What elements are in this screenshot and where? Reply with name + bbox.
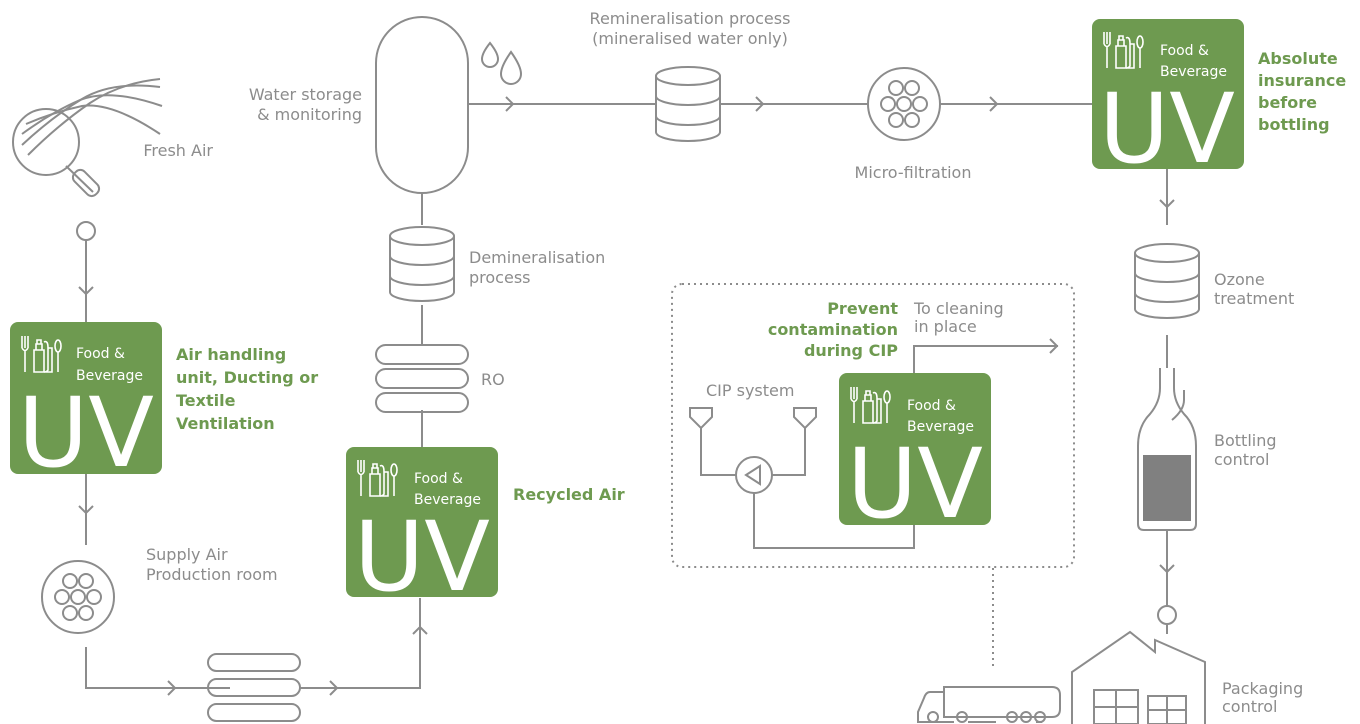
bottling-label-1: Bottling <box>1214 431 1277 450</box>
ozone-label-1: Ozone <box>1214 270 1265 289</box>
air-handling-callout-3: Textile <box>176 391 236 410</box>
micro-filtration-label: Micro-filtration <box>855 163 972 182</box>
absolute-callout-1: Absolute <box>1258 49 1338 68</box>
duct-membrane-icon <box>207 653 301 722</box>
packaging-label-2: control <box>1222 697 1277 716</box>
svg-text:UV: UV <box>18 377 154 489</box>
water-storage-label-1: Water storage <box>249 85 362 104</box>
svg-text:UV: UV <box>1099 73 1235 185</box>
air-handling-callout-4: Ventilation <box>176 414 275 433</box>
start-node-icon <box>76 221 96 241</box>
packaging-label-1: Packaging <box>1222 679 1303 698</box>
ro-label: RO <box>481 370 505 389</box>
cip-system-label: CIP system <box>706 381 794 400</box>
svg-text:Food &: Food & <box>907 398 956 414</box>
factory-icon <box>1071 630 1206 724</box>
flow-lines <box>78 96 1175 696</box>
magnifier-air-icon <box>12 78 163 198</box>
svg-text:Beverage: Beverage <box>414 492 481 508</box>
svg-text:UV: UV <box>354 501 490 613</box>
bottling-label-2: control <box>1214 450 1269 469</box>
end-node-icon <box>1157 605 1177 625</box>
ozone-tank-icon <box>1134 243 1200 319</box>
supply-air-label-2: Production room <box>146 565 278 584</box>
air-handling-callout-1: Air handling <box>176 345 286 364</box>
svg-text:Beverage: Beverage <box>907 419 974 435</box>
cip-piping <box>689 338 1059 549</box>
uv-badge-cip: Food & Beverage UV <box>839 373 991 540</box>
demineralisation-label-1: Demineralisation <box>469 248 605 267</box>
air-handling-callout-2: unit, Ducting or <box>176 368 318 387</box>
absolute-callout-2: insurance <box>1258 71 1346 90</box>
ozone-label-2: treatment <box>1214 289 1294 308</box>
svg-text:Beverage: Beverage <box>1160 64 1227 80</box>
bottle-icon <box>1137 368 1197 531</box>
supply-air-label-1: Supply Air <box>146 545 228 564</box>
svg-text:Food &: Food & <box>76 346 125 362</box>
cip-box <box>671 283 1075 568</box>
truck-icon <box>917 686 1061 723</box>
svg-text:UV: UV <box>847 428 983 540</box>
svg-text:Food &: Food & <box>414 471 463 487</box>
absolute-callout-3: before <box>1258 93 1317 112</box>
prevent-callout-1: Prevent <box>827 299 898 318</box>
to-cleaning-label-2: in place <box>914 317 977 336</box>
uv-badge-before-bottling: Food & Beverage UV <box>1092 19 1244 185</box>
water-storage-tank-icon <box>375 16 469 194</box>
uv-badge-recycled-air: Food & Beverage UV <box>346 447 498 613</box>
uv-badge-air-handling: Food & Beverage UV <box>10 322 162 489</box>
prevent-callout-2: contamination <box>768 320 898 339</box>
recycled-air-callout: Recycled Air <box>513 485 625 504</box>
water-drops-icon <box>480 41 523 85</box>
prevent-callout-3: during CIP <box>804 341 898 360</box>
pump-icon <box>735 456 773 494</box>
ro-membrane-icon <box>375 344 469 413</box>
remineralisation-label-1: Remineralisation process <box>590 9 791 28</box>
remineralisation-tank-icon <box>655 66 721 142</box>
supply-air-filter-icon <box>41 560 115 634</box>
svg-text:Food &: Food & <box>1160 43 1209 59</box>
demineralisation-tank-icon <box>389 226 455 302</box>
demineralisation-label-2: process <box>469 268 530 287</box>
fresh-air-label: Fresh Air <box>143 141 213 160</box>
absolute-callout-4: bottling <box>1258 115 1330 134</box>
remineralisation-label-2: (mineralised water only) <box>592 29 788 48</box>
micro-filtration-icon <box>867 67 941 141</box>
water-storage-label-2: & monitoring <box>257 105 362 124</box>
svg-text:Beverage: Beverage <box>76 368 143 384</box>
to-cleaning-label-1: To cleaning <box>913 299 1004 318</box>
